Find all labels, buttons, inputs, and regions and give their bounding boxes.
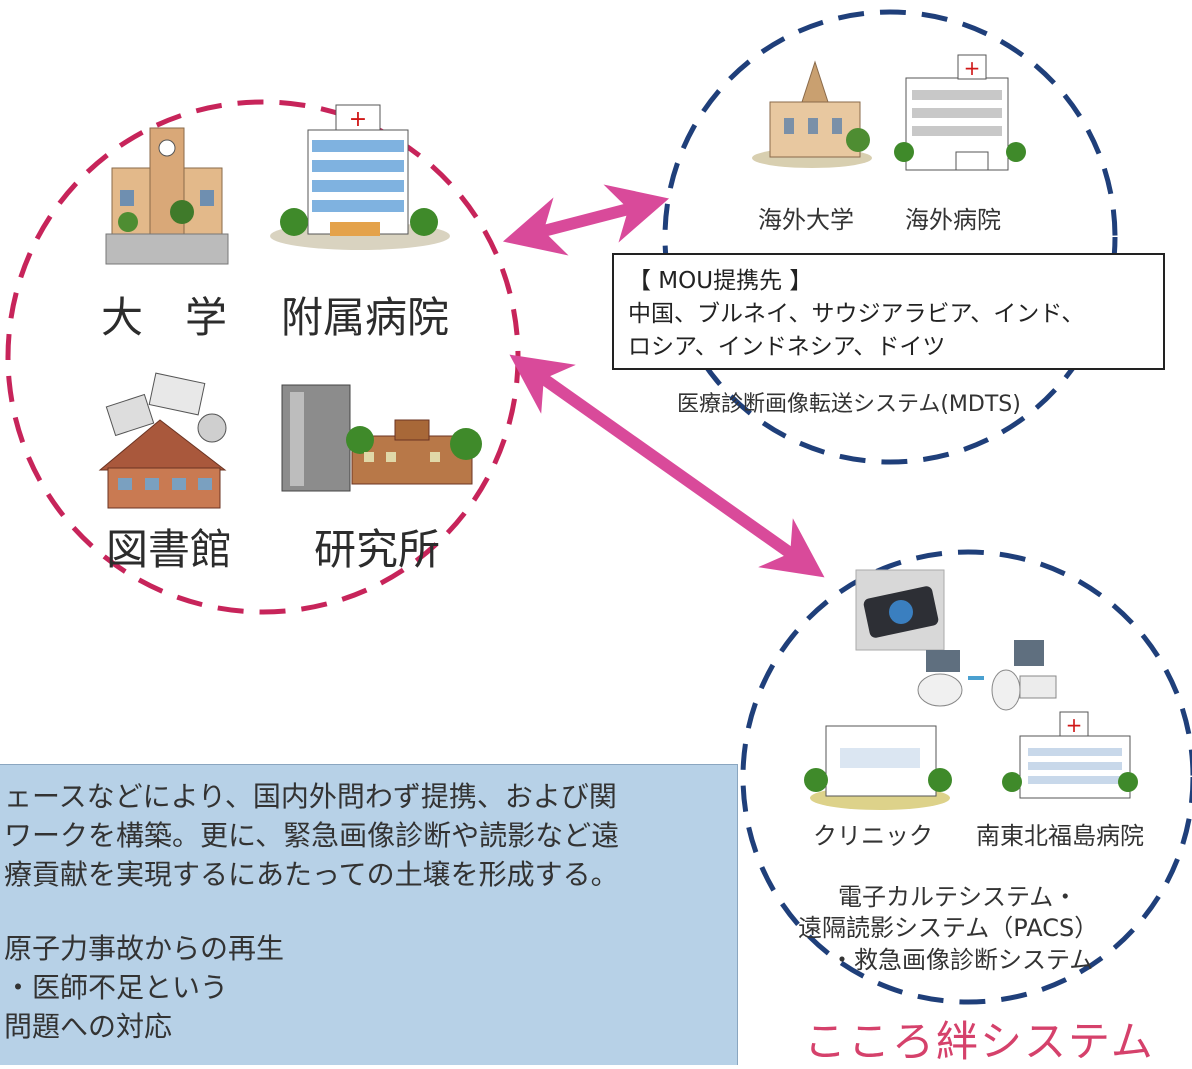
local-group-circle bbox=[740, 549, 1192, 1005]
research-institute-label: 研究所 bbox=[314, 525, 441, 574]
regional-hospital-label: 南東北福島病院 bbox=[976, 822, 1144, 850]
library-building-icon bbox=[98, 372, 227, 509]
overseas-university-icon bbox=[752, 60, 872, 168]
university-label: 大 学 bbox=[101, 293, 228, 342]
mou-countries-line1: 中国、ブルネイ、サウジアラビア、インド、 bbox=[628, 301, 1085, 327]
system-line-1: 電子カルテシステム・ bbox=[838, 883, 1078, 911]
overseas-hospital-label: 海外病院 bbox=[905, 206, 1001, 234]
info-line-6: 問題への対応 bbox=[4, 1010, 173, 1043]
clinic-label: クリニック bbox=[813, 822, 933, 850]
info-line-3: 療貢献を実現するにあたっての土壌を形成する。 bbox=[4, 858, 619, 891]
remote-reading-scene-icon bbox=[917, 640, 1057, 711]
overseas-hospital-icon: + bbox=[894, 54, 1026, 171]
campus-group-circle bbox=[5, 99, 521, 615]
mdts-system-label: 医療診断画像転送システム(MDTS) bbox=[677, 392, 1021, 417]
clinic-building-icon bbox=[804, 725, 952, 810]
system-line-3: ・救急画像診断システム bbox=[830, 946, 1094, 974]
svg-text:+: + bbox=[349, 107, 367, 132]
regional-link-arrow bbox=[509, 354, 825, 578]
system-line-2: 遠隔読影システム（PACS） bbox=[798, 914, 1099, 942]
regional-hospital-icon: + bbox=[1002, 711, 1138, 799]
university-building-icon bbox=[105, 127, 229, 265]
info-line-4: 原子力事故からの再生 bbox=[4, 932, 285, 965]
research-institute-icon bbox=[281, 384, 482, 492]
info-panel: ェースなどにより、国内外問わず提携、および関 ワークを構築。更に、緊急画像診断や… bbox=[0, 764, 738, 1065]
overseas-university-label: 海外大学 bbox=[758, 206, 854, 234]
hospital-building-icon: + bbox=[270, 104, 450, 250]
info-line-5: ・医師不足という bbox=[4, 971, 229, 1004]
svg-text:+: + bbox=[1066, 713, 1083, 737]
info-line-2: ワークを構築。更に、緊急画像診断や読影など遠 bbox=[4, 819, 620, 852]
mou-countries-line2: ロシア、インドネシア、ドイツ bbox=[628, 334, 946, 360]
overseas-group-circle bbox=[662, 9, 1118, 465]
mou-partner-box: 【 MOU提携先 】 中国、ブルネイ、サウジアラビア、インド、 ロシア、インドネ… bbox=[612, 253, 1165, 370]
svg-text:+: + bbox=[964, 56, 981, 80]
mdts-link-arrow bbox=[502, 184, 670, 256]
info-line-1: ェースなどにより、国内外問わず提携、および関 bbox=[4, 780, 617, 813]
mobile-device-photo-icon bbox=[855, 569, 945, 651]
system-title: こころ絆システム bbox=[804, 1017, 1155, 1066]
affiliated-hospital-label: 附属病院 bbox=[281, 293, 450, 342]
mou-title: 【 MOU提携先 】 bbox=[628, 268, 813, 294]
library-label: 図書館 bbox=[106, 525, 233, 574]
